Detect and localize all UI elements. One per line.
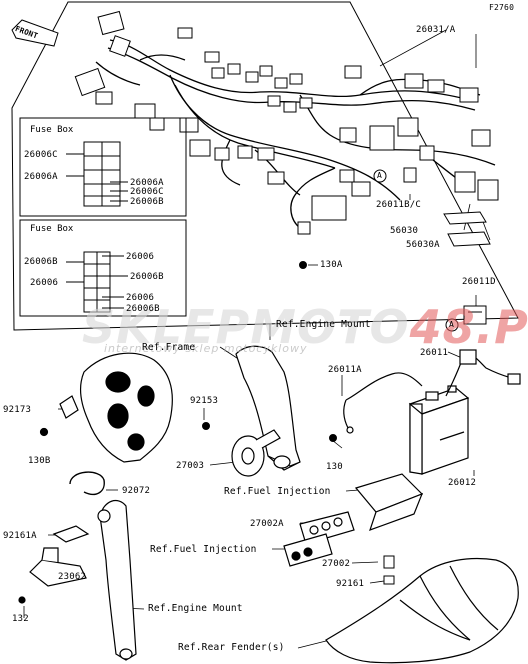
watermark: SKLEPMOTO48.PL: [82, 300, 528, 354]
bolt-130-shape: [329, 434, 337, 442]
callout-bolt-130: 130: [326, 462, 343, 472]
callout-bracket-23062: 23062: [58, 572, 87, 582]
callout-connector-bc: 26011B/C: [376, 200, 421, 210]
callout-harness-26011: 26011: [420, 348, 449, 358]
relay-27002a-shape: [299, 511, 355, 545]
ref-fuel-injection-1: Ref.Fuel Injection: [224, 486, 331, 497]
fuse-box-1-right-2: 26006B: [130, 197, 164, 207]
callout-cover-56030: 56030: [390, 226, 419, 236]
callout-rubber-92161a: 92161A: [3, 531, 37, 541]
marker-a-connector: [445, 318, 459, 332]
fuse-box-2-left-0: 26006B: [24, 257, 58, 267]
bolt-130a-shape: [299, 261, 307, 269]
fuse-box-1-title: Fuse Box: [30, 125, 74, 135]
marker-a-harness: [373, 169, 387, 183]
connector-26011d-shape: [463, 305, 487, 325]
callout-bolt-130a: 130A: [320, 260, 343, 270]
callout-damper-92161: 92161: [336, 579, 365, 589]
callout-band-92072: 92072: [122, 486, 151, 496]
frame-shape: [39, 352, 173, 463]
callout-relay-27002: 27002: [322, 559, 351, 569]
fuse-box-1-right-0: 26006A: [130, 178, 164, 188]
callout-connector-d: 26011D: [462, 277, 496, 287]
watermark-brand-c: 48: [409, 300, 476, 354]
fuse-box-1-left-0: 26006C: [24, 150, 58, 160]
fuse-box-2-left-1: 26006: [30, 278, 59, 288]
callout-battery: 26012: [448, 478, 477, 488]
relay-27002-shape: [283, 533, 333, 567]
fuse-box-2-right-2: 26006: [126, 293, 155, 303]
horn-shape: [231, 429, 281, 477]
front-arrow-icon: [11, 19, 59, 47]
watermark-tagline: internetowy sklep motocyklowy: [104, 342, 308, 355]
harness-connectors: [74, 10, 499, 235]
callout-cable-26011a: 26011A: [328, 365, 362, 375]
engine-mount-upper-shape: [235, 345, 301, 471]
fuse-box-1-left-1: 26006A: [24, 172, 58, 182]
callout-bracket-92173: 92173: [3, 405, 32, 415]
fuse-box-1-right-1: 26006C: [130, 187, 164, 197]
rear-fender-shape: [325, 557, 519, 664]
ref-fuel-injection-2: Ref.Fuel Injection: [150, 544, 257, 555]
harness-panel-outline: [11, 1, 519, 331]
washer-92153-shape: [202, 422, 210, 430]
band-92072-shape: [69, 471, 105, 496]
watermark-brand-b: MOTO: [250, 300, 410, 354]
ref-rear-fender: Ref.Rear Fender(s): [178, 642, 285, 653]
ref-frame: Ref.Frame: [142, 342, 196, 353]
fuse-box-2-right-0: 26006: [126, 252, 155, 262]
damper-92161-shape: [383, 555, 395, 585]
callout-washer-92153: 92153: [190, 396, 219, 406]
callout-cover-56030a: 56030A: [406, 240, 440, 250]
callout-horn: 27003: [176, 461, 205, 471]
callout-bolt-132: 132: [12, 614, 29, 624]
watermark-brand-d: .PL: [475, 300, 528, 354]
callout-main-harness: 26031/A: [416, 25, 456, 35]
marker-a-connector-label: A: [449, 320, 455, 329]
fuse-box-2-frame: [19, 219, 187, 317]
fuse-box-2-right-3: 26006B: [126, 304, 160, 314]
callout-relay-27002a: 27002A: [250, 519, 284, 529]
figure-id: F2760: [489, 3, 515, 12]
battery-cables-shape: [343, 349, 521, 434]
cover-56030-shape: [443, 211, 491, 247]
fuse-box-2-right-1: 26006B: [130, 272, 164, 282]
battery-shape: [408, 385, 470, 475]
fuse-box-2-title: Fuse Box: [30, 224, 74, 234]
fuse-box-1-frame: [19, 117, 187, 217]
callout-bolt-130b: 130B: [28, 456, 51, 466]
bracket-23062-shape: [18, 525, 90, 604]
ref-engine-mount-top: Ref.Engine Mount: [276, 319, 371, 330]
watermark-brand-a: SKLEP: [82, 300, 251, 354]
fuel-injection-bracket-shape: [354, 473, 424, 531]
ref-engine-mount-bottom: Ref.Engine Mount: [148, 603, 243, 614]
marker-a-harness-label: A: [377, 171, 383, 180]
engine-mount-lower-shape: [97, 499, 137, 661]
